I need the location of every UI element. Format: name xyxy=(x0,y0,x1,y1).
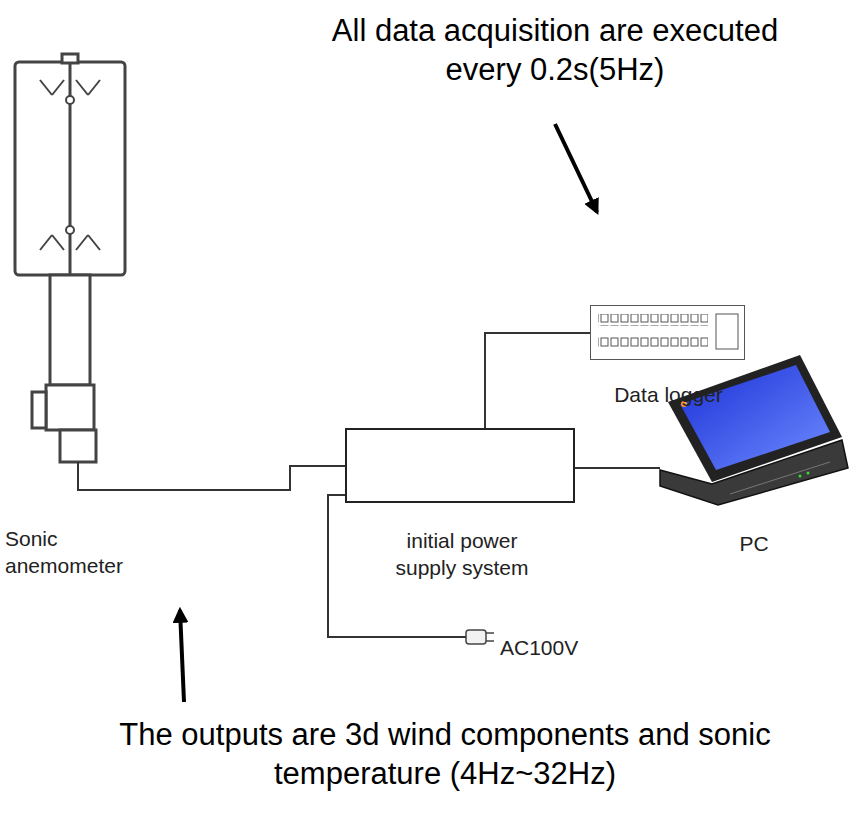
cable xyxy=(78,462,345,490)
device-label: Data logger xyxy=(591,381,746,408)
device-label: AC100V xyxy=(500,634,578,661)
power-supply-box: initial power supply system xyxy=(345,428,575,503)
data-logger-node: Data logger xyxy=(590,305,745,360)
device-label: Sonic anemometer xyxy=(5,525,155,580)
logger-terminals xyxy=(598,314,738,349)
anemometer-node: Sonic anemometer xyxy=(15,58,125,462)
callout-note: The outputs are 3d wind components and s… xyxy=(60,716,830,794)
cable xyxy=(575,467,660,469)
device-label: PC xyxy=(660,530,848,557)
callout-arrow xyxy=(555,124,597,212)
cable xyxy=(485,333,590,428)
pc-node: PC xyxy=(660,350,848,505)
plug-figure xyxy=(466,630,494,644)
device-label: initial power supply system xyxy=(377,527,547,582)
plug-node: AC100V xyxy=(466,628,492,646)
laptop-figure xyxy=(660,355,848,505)
callout-note: All data acquisition are executed every … xyxy=(290,12,820,90)
anemometer-figure xyxy=(15,54,125,462)
callout-arrow xyxy=(180,610,184,702)
